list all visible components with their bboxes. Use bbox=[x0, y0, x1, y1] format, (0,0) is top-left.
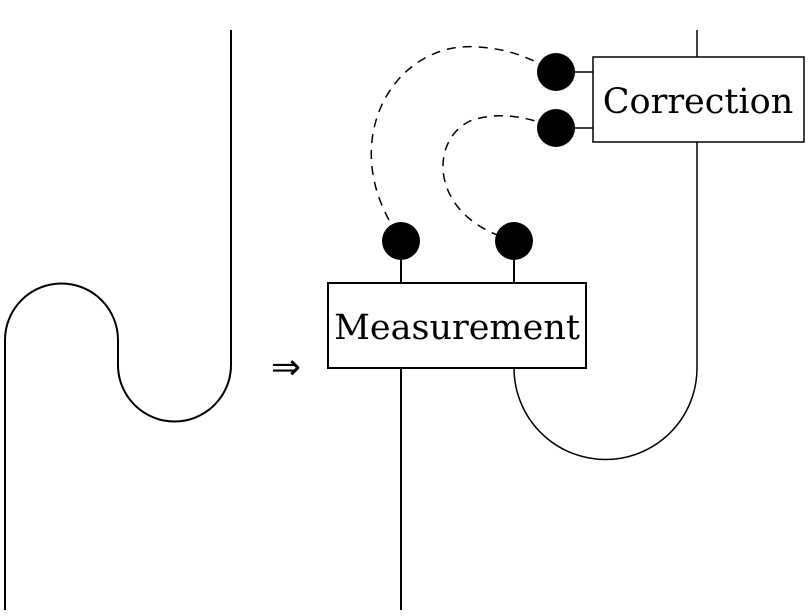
correction-input-dot-bottom bbox=[537, 109, 575, 147]
correction-label: Correction bbox=[603, 82, 794, 122]
measurement-output-dot-left bbox=[382, 222, 420, 260]
measurement-box bbox=[327, 282, 587, 369]
correction-box bbox=[592, 56, 805, 143]
correction-input-dot-top bbox=[537, 53, 575, 91]
snake-wire bbox=[4, 30, 232, 610]
cup-wire bbox=[513, 142, 698, 461]
classical-wire-outer bbox=[370, 46, 557, 221]
classical-wire-inner bbox=[442, 115, 557, 237]
measurement-output-dot-right bbox=[495, 222, 533, 260]
implies-arrow: ⇒ bbox=[271, 347, 301, 388]
measurement-label: Measurement bbox=[334, 308, 580, 348]
